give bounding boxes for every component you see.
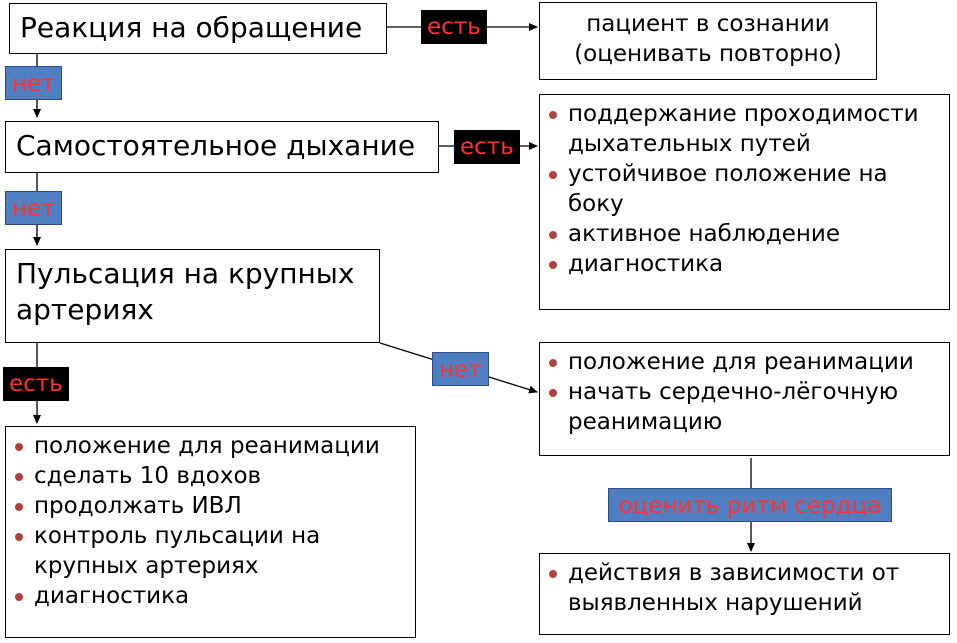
tag-breathing-yes: есть [454,130,520,164]
list-item: положение для реанимации [15,431,409,461]
list-item: поддержание проходимости дыхательных пут… [549,99,943,159]
list-item: устойчивое положение на боку [549,159,943,219]
outcome-no-pulse-actions: положение для реанимации начать сердечно… [539,342,950,456]
list-item: действия в зависимости от выявленных нар… [549,558,943,618]
pulse-actions-list: положение для реанимации сделать 10 вдох… [6,427,415,615]
tag-assess-rhythm: оценить ритм сердца [608,488,892,522]
list-item: продолжать ИВЛ [15,491,409,521]
outcome-pulse-actions: положение для реанимации сделать 10 вдох… [5,426,416,638]
list-item: диагностика [549,249,943,279]
outcome-conscious: пациент в сознании (оценивать повторно) [539,2,877,80]
outcome-conscious-text: пациент в сознании (оценивать повторно) [574,11,842,67]
tag-pulse-no: нет [432,352,489,386]
list-item: диагностика [15,581,409,611]
tag-pulse-yes: есть [3,367,69,401]
rhythm-actions-list: действия в зависимости от выявленных нар… [540,554,949,622]
tag-reaction-yes: есть [421,10,487,44]
outcome-rhythm-actions: действия в зависимости от выявленных нар… [539,553,950,635]
list-item: сделать 10 вдохов [15,461,409,491]
step-breathing: Самостоятельное дыхание [5,121,439,173]
list-item: положение для реанимации [549,347,943,377]
outcome-breathing-actions: поддержание проходимости дыхательных пут… [539,94,950,310]
step-breathing-label: Самостоятельное дыхание [16,129,416,162]
step-pulse: Пульсация на крупных артериях [5,249,380,343]
no-pulse-actions-list: положение для реанимации начать сердечно… [540,343,949,441]
list-item: активное наблюдение [549,219,943,249]
breathing-actions-list: поддержание проходимости дыхательных пут… [540,95,949,283]
step-pulse-label: Пульсация на крупных артериях [16,257,355,326]
step-reaction-label: Реакция на обращение [20,11,363,44]
tag-reaction-no: нет [5,66,62,100]
list-item: контроль пульсации на крупных артериях [15,521,409,581]
step-reaction: Реакция на обращение [9,3,387,54]
tag-breathing-no: нет [5,191,62,225]
list-item: начать сердечно-лёгочную реанимацию [549,377,943,437]
